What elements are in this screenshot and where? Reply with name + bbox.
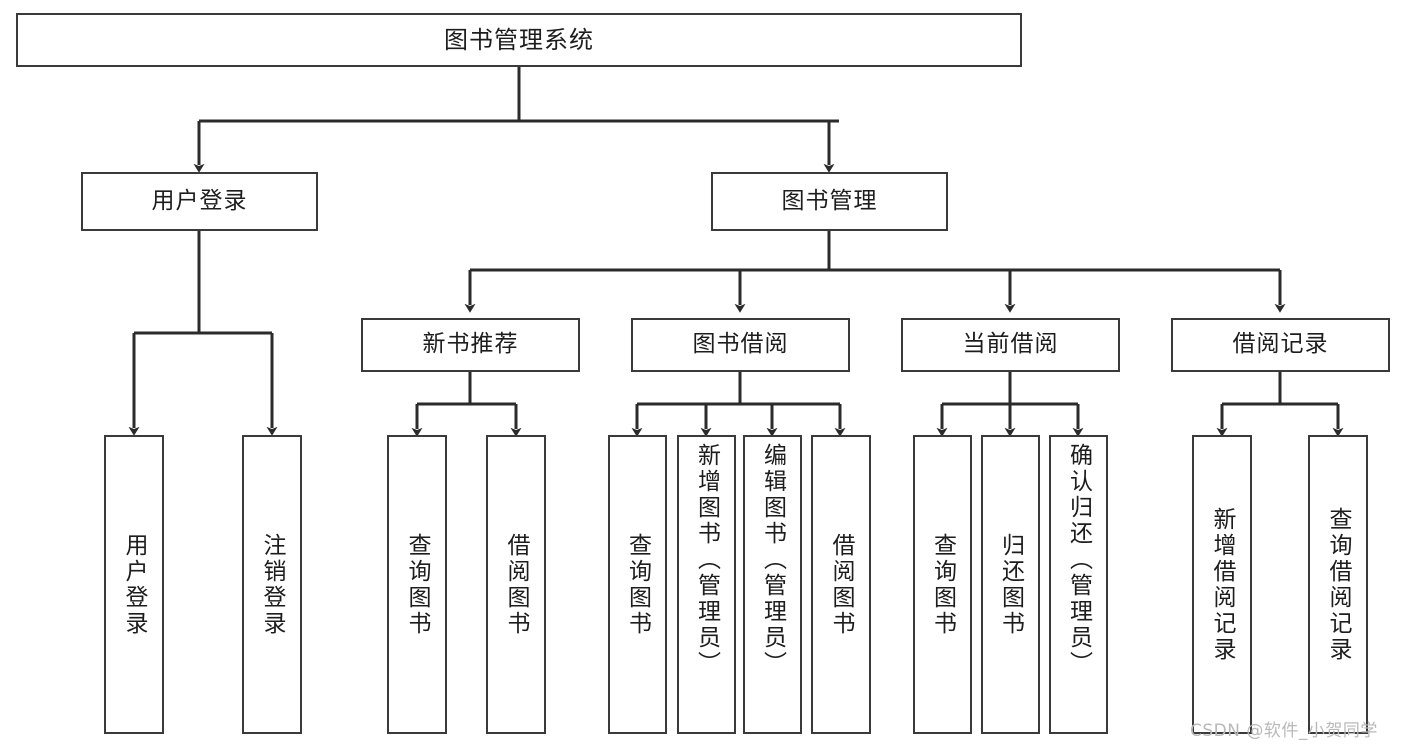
node-label: 查询图书 <box>624 532 651 637</box>
node-book-management[interactable]: 图书管理 <box>711 172 948 231</box>
leaf-new-book-query-book[interactable]: 查询图书 <box>387 435 447 734</box>
node-label: 新增图书（管理员） <box>693 443 720 677</box>
node-label: 新增借阅记录 <box>1209 506 1236 663</box>
node-label: 当前借阅 <box>962 331 1059 358</box>
node-label: 用户登录 <box>121 532 148 637</box>
leaf-borrow-record-add-record[interactable]: 新增借阅记录 <box>1192 435 1252 734</box>
node-user-login[interactable]: 用户登录 <box>81 172 318 231</box>
node-label: 查询图书 <box>929 532 956 637</box>
node-label: 编辑图书（管理员） <box>759 443 786 677</box>
node-current-borrow[interactable]: 当前借阅 <box>901 318 1120 372</box>
leaf-current-borrow-return-book[interactable]: 归还图书 <box>981 435 1040 734</box>
leaf-user-login-login[interactable]: 用户登录 <box>104 435 164 734</box>
leaf-book-borrow-borrow-book[interactable]: 借阅图书 <box>811 435 871 734</box>
node-label: 借阅图书 <box>503 532 530 637</box>
node-label: 图书借阅 <box>692 331 789 358</box>
csdn-watermark: CSDN @软件_小贺同学 <box>1190 721 1378 741</box>
node-borrow-record[interactable]: 借阅记录 <box>1171 318 1390 372</box>
node-label: 图书管理系统 <box>444 25 594 54</box>
node-label: 用户登录 <box>151 187 248 214</box>
node-label: 新书推荐 <box>422 331 519 358</box>
leaf-new-book-borrow-book[interactable]: 借阅图书 <box>486 435 546 734</box>
node-label: 借阅图书 <box>828 532 855 637</box>
leaf-borrow-record-query-record[interactable]: 查询借阅记录 <box>1308 435 1368 734</box>
leaf-book-borrow-query-book[interactable]: 查询图书 <box>608 435 667 734</box>
node-book-borrow[interactable]: 图书借阅 <box>631 318 850 372</box>
leaf-user-login-logout[interactable]: 注销登录 <box>242 435 302 734</box>
leaf-book-borrow-add-book-admin[interactable]: 新增图书（管理员） <box>677 435 736 734</box>
node-label: 确认归还（管理员） <box>1065 443 1092 677</box>
node-new-book-recommend[interactable]: 新书推荐 <box>361 318 580 372</box>
node-label: 注销登录 <box>259 532 286 637</box>
node-label: 归还图书 <box>997 532 1024 637</box>
leaf-current-borrow-query-book[interactable]: 查询图书 <box>913 435 972 734</box>
node-label: 借阅记录 <box>1232 331 1329 358</box>
node-label: 查询图书 <box>404 532 431 637</box>
node-root-book-management-system[interactable]: 图书管理系统 <box>16 13 1022 67</box>
leaf-current-borrow-confirm-return-admin[interactable]: 确认归还（管理员） <box>1049 435 1108 734</box>
node-label: 查询借阅记录 <box>1325 506 1352 663</box>
node-label: 图书管理 <box>781 187 878 214</box>
leaf-book-borrow-edit-book-admin[interactable]: 编辑图书（管理员） <box>743 435 802 734</box>
